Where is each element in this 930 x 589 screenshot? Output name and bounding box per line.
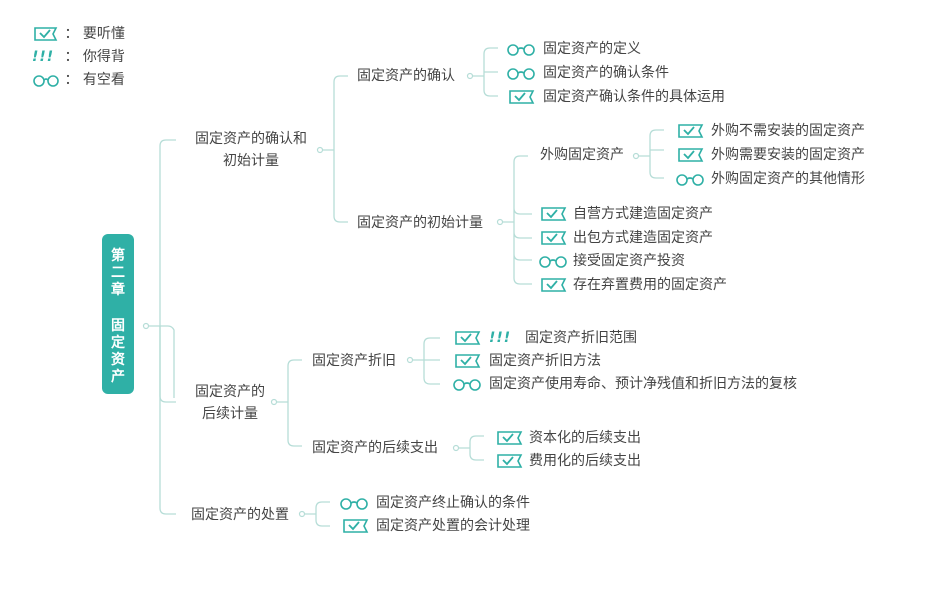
glasses-icon [453,379,481,391]
leaf-expensed: 费用化的后续支出 [529,453,641,469]
leaf-need-install: 外购需要安装的固定资产 [711,147,865,163]
node-line: 固定资产的 [195,384,265,400]
leaf-definition: 固定资产的定义 [543,41,641,57]
book-check-icon [455,331,481,345]
glasses-icon [33,75,59,87]
legend-separator: ： [64,49,79,65]
leaf-investment: 接受固定资产投资 [573,253,685,269]
book-check-icon [541,278,567,292]
node-line: 固定资产的确认和 [195,131,307,147]
glasses-icon [539,256,567,268]
leaf-derecognition: 固定资产终止确认的条件 [376,495,530,511]
root-title: 固定资产 [102,318,134,386]
node-recognition: 固定资产的确认 [357,68,455,84]
exclamation-icon: !!! [489,330,512,346]
legend-label: 有空看 [82,72,125,88]
leaf-accounting: 固定资产处置的会计处理 [376,518,530,534]
legend-label: 你得背 [82,49,125,65]
node-subsequent-expense: 固定资产的后续支出 [312,440,438,456]
exclamation-icon: !!! [32,49,55,65]
leaf-self-build: 自营方式建造固定资产 [573,206,713,222]
legend-item-listen: ： 要听懂 [32,25,125,43]
legend-label: 要听懂 [82,26,125,42]
node-depreciation: 固定资产折旧 [312,353,396,369]
node-purchase: 外购固定资产 [540,147,624,163]
glasses-icon [676,174,704,186]
node-line: 初始计量 [223,153,279,169]
node-initial-measurement: 固定资产的初始计量 [357,215,483,231]
book-check-icon [678,148,704,162]
leaf-conditions: 固定资产的确认条件 [543,65,669,81]
book-check-icon [497,431,523,445]
book-check-icon [541,207,567,221]
book-check-icon [509,90,535,104]
book-check-icon [343,519,369,533]
glasses-icon [507,44,535,56]
leaf-review: 固定资产使用寿命、预计净残值和折旧方法的复核 [489,376,797,392]
leaf-conditions-apply: 固定资产确认条件的具体运用 [543,89,725,105]
root-chapter-text: 第二章 [111,248,125,298]
node-disposal: 固定资产的处置 [191,507,289,523]
book-check-icon [455,354,481,368]
book-check-icon [678,124,704,138]
glasses-icon [340,498,368,510]
leaf-disposal-cost: 存在弃置费用的固定资产 [573,277,727,293]
legend-item-memorize: !!! ： 你得背 [32,48,125,66]
legend-separator: ： [64,26,79,42]
leaf-no-install: 外购不需安装的固定资产 [711,123,865,139]
legend-item-optional: ： 有空看 [32,71,125,89]
leaf-dep-method: 固定资产折旧方法 [489,353,601,369]
leaf-capitalized: 资本化的后续支出 [529,430,641,446]
root-title-text: 固定资产 [111,318,125,385]
book-check-icon [34,27,58,41]
glasses-icon [507,68,535,80]
leaf-contract-build: 出包方式建造固定资产 [573,230,713,246]
book-check-icon [497,454,523,468]
node-recognition-initial: 固定资产的确认和 初始计量 [176,130,326,170]
node-line: 后续计量 [202,406,258,422]
root-node: 第二章 固定资产 [102,234,134,394]
root-chapter: 第二章 [102,248,134,299]
leaf-dep-scope: 固定资产折旧范围 [525,330,637,346]
legend-separator: ： [64,72,79,88]
node-subsequent-measurement: 固定资产的 后续计量 [176,383,284,423]
book-check-icon [541,231,567,245]
leaf-other-cases: 外购固定资产的其他情形 [711,171,865,187]
